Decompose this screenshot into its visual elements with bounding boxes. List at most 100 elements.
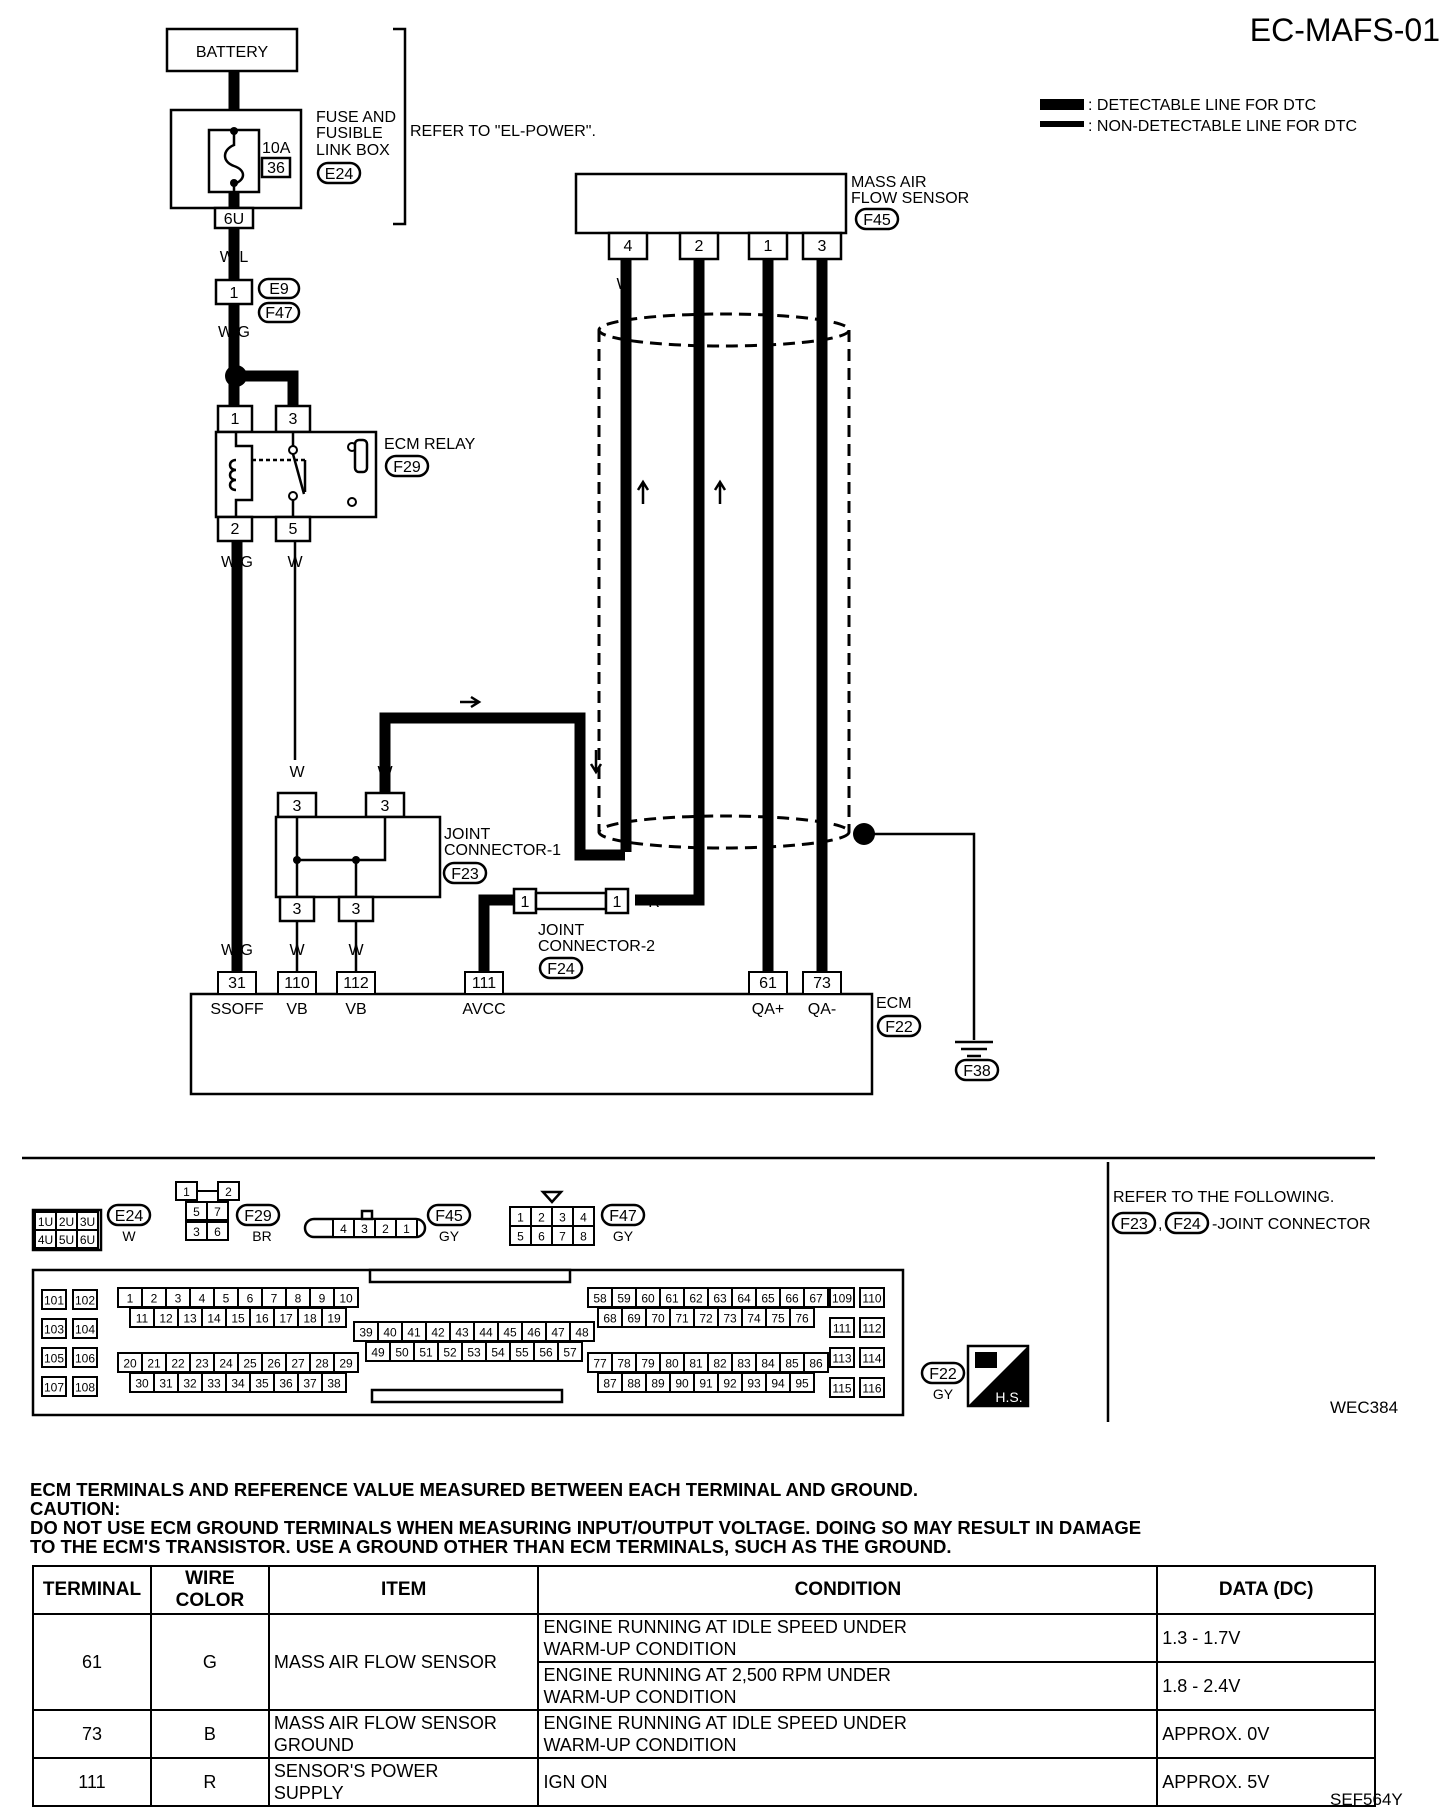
f22-pin-25: 25: [243, 1357, 257, 1371]
ecm-terminal-label: AVCC: [462, 1001, 505, 1018]
notes-line-2: CAUTION:: [30, 1498, 121, 1519]
ecm-terminal-112: 112: [343, 975, 369, 992]
hs-label: H.S.: [995, 1389, 1022, 1405]
f22-pin-61: 61: [665, 1292, 679, 1306]
f22-pin-22: 22: [171, 1357, 185, 1371]
f22-pin-115-box: [829, 1377, 855, 1398]
f22-pin-67-box: [803, 1287, 829, 1308]
f22-pin-34: 34: [231, 1377, 245, 1391]
cell-data: APPROX. 5V: [1156, 1757, 1376, 1807]
joint1-connector: F23: [451, 866, 479, 883]
fuse-icon: [223, 130, 245, 192]
legend: : DETECTABLE LINE FOR DTC : NON-DETECTAB…: [1040, 97, 1357, 135]
cell-wire-color: G: [149, 1613, 270, 1711]
wire-r-maf2: [635, 259, 705, 906]
f45-id: F45: [435, 1208, 463, 1225]
joint2-name-2: CONNECTOR-2: [538, 938, 655, 955]
f22-pin-93: 93: [747, 1377, 761, 1391]
f22-pin-76: 76: [795, 1312, 809, 1326]
f22-pin-115: 115: [832, 1382, 851, 1396]
item-line-2: SUPPLY: [273, 1783, 344, 1803]
f29-pin: 3: [193, 1225, 200, 1239]
f47-badge: [600, 1203, 646, 1227]
f22-pin-29: 29: [339, 1357, 353, 1371]
joint2-connector-badge: [538, 956, 584, 980]
f22-pin-55: 55: [515, 1346, 529, 1360]
f22-pin-78: 78: [617, 1357, 631, 1371]
ecm-relay-connector: F29: [393, 459, 421, 476]
f22-pin-5: 5: [223, 1292, 230, 1306]
f22-pin-16: 16: [255, 1312, 269, 1326]
f22-pin-33: 33: [207, 1377, 221, 1391]
cell-terminal: 111: [32, 1757, 152, 1807]
f22-pin-111-box: [829, 1317, 855, 1338]
f22-pin-70: 70: [651, 1312, 665, 1326]
ecm-terminal-110-box: [277, 971, 317, 995]
hs-icon: H.S.: [966, 1344, 1030, 1408]
f22-pin-105-box: [41, 1347, 67, 1368]
wire-color-w-112: W: [348, 942, 364, 959]
ecm-relay-name: ECM RELAY: [384, 436, 476, 453]
fuse-number: 36: [267, 160, 285, 177]
f22-pin-32: 32: [183, 1377, 197, 1391]
refer-f23: F23: [1120, 1216, 1148, 1233]
relay-coil-wire: [234, 432, 254, 517]
non-detectable-line-swatch: [1040, 121, 1084, 127]
j1-terminal-b-box: [364, 791, 406, 819]
f22-pin-64: 64: [737, 1292, 751, 1306]
f22-pin-12: 12: [159, 1312, 173, 1326]
fuse-box-connector: E24: [325, 166, 354, 183]
f22-pin-35: 35: [255, 1377, 269, 1391]
battery-box: [165, 27, 299, 73]
cell-condition: ENGINE RUNNING AT IDLE SPEED UNDER WARM-…: [537, 1709, 1159, 1759]
battery-label: BATTERY: [196, 44, 269, 61]
f22-pin-101-box: [41, 1289, 67, 1310]
f47-id: F47: [609, 1208, 637, 1225]
condition-line-2: WARM-UP CONDITION: [543, 1735, 737, 1755]
hs-triangle: [968, 1346, 1028, 1406]
cell-data: 1.3 - 1.7V: [1156, 1613, 1376, 1663]
fuse-box-name-1: FUSE AND: [316, 109, 396, 126]
legend-non-detectable: : NON-DETECTABLE LINE FOR DTC: [1088, 118, 1357, 135]
f22-top-key: [368, 1268, 572, 1284]
f22-pin-82: 82: [713, 1357, 727, 1371]
item-line-1: SENSOR'S POWER: [273, 1761, 439, 1781]
shield-ground-wire: [864, 832, 976, 1040]
f22-pin-31: 31: [159, 1377, 173, 1391]
f22-pin-46: 46: [527, 1326, 541, 1340]
ecm-terminal-61: 61: [759, 975, 777, 992]
f22-pin-108-box: [72, 1376, 98, 1397]
f22-pin-116-box: [859, 1377, 885, 1398]
f22-pin-10: 10: [339, 1292, 353, 1306]
ecm-terminal-61-box: [748, 971, 788, 995]
condition-line-1: ENGINE RUNNING AT 2,500 RPM UNDER: [543, 1665, 891, 1685]
f22-pin-24: 24: [219, 1357, 233, 1371]
f22-color: GY: [933, 1386, 954, 1402]
ecm-terminal-112-box: [336, 971, 376, 995]
f22-pin-57: 57: [563, 1346, 577, 1360]
wire-color-r-avcc: R: [478, 934, 490, 951]
inline-conn-e9: E9: [269, 281, 289, 298]
fuse-rating: 10A: [262, 140, 291, 157]
ecm-terminal-label: VB: [345, 1001, 366, 1018]
refer-note: REFER TO THE FOLLOWING.: [1113, 1189, 1334, 1206]
table-header-row: TERMINAL WIRE COLOR ITEM CONDITION DATA …: [32, 1565, 1376, 1615]
wire-color-r-j2: R: [648, 894, 660, 911]
f22-pin-28: 28: [315, 1357, 329, 1371]
f22-pin-18: 18: [303, 1312, 317, 1326]
refer-f24: F24: [1173, 1216, 1201, 1233]
f22-pin-21: 21: [147, 1357, 161, 1371]
item-line-1: MASS AIR FLOW SENSOR: [273, 1713, 497, 1733]
relay-contact-bottom: [288, 491, 298, 501]
f22-pin-109: 109: [832, 1292, 852, 1306]
f22-pin-94: 94: [771, 1377, 785, 1391]
f22-pin-113: 113: [832, 1352, 851, 1366]
f29-pin: 2: [225, 1185, 232, 1199]
fuse-number-box: [260, 156, 292, 179]
refer-joint-connector: -JOINT CONNECTOR: [1212, 1216, 1371, 1233]
item-line-2: GROUND: [273, 1735, 354, 1755]
relay-terminal-2: 2: [231, 521, 240, 538]
condition-line-1: ENGINE RUNNING AT IDLE SPEED UNDER: [543, 1617, 907, 1637]
